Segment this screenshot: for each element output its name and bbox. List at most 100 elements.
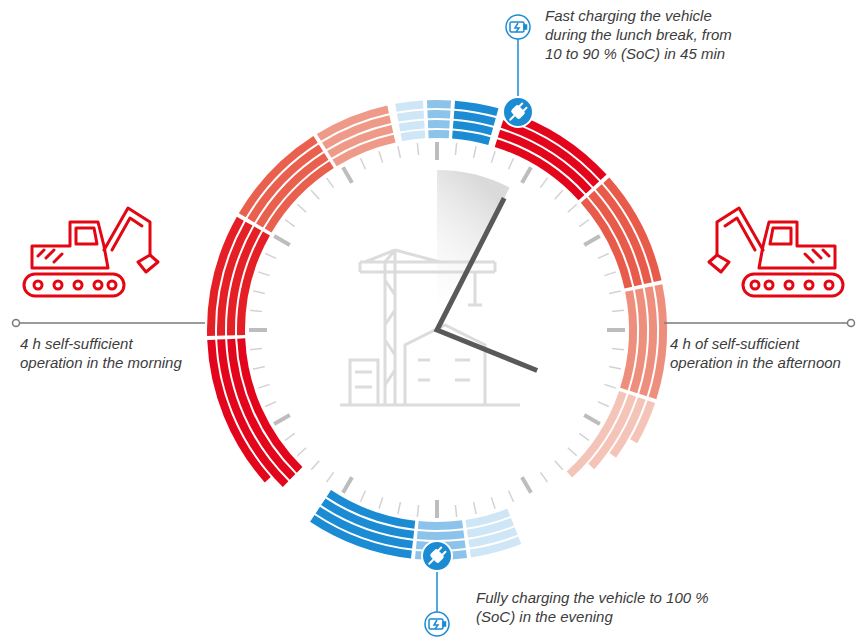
clock-tick (609, 367, 621, 369)
schedule-arc (333, 135, 396, 167)
clock-tick (474, 146, 476, 158)
clock-tick (297, 204, 306, 212)
schedule-arc (397, 110, 424, 121)
annotation-text: 4 h self-sufficient operation in the mor… (20, 334, 188, 372)
battery-icon (425, 612, 449, 636)
clock-tick (455, 505, 456, 517)
leader-lines (13, 320, 855, 327)
clock-tick (326, 472, 333, 482)
clock-tick (250, 348, 262, 349)
schedule-arc (237, 232, 270, 336)
schedule-rings (207, 100, 667, 560)
clock-tick (361, 491, 366, 502)
excavator-icon (24, 208, 158, 296)
clock-hand (437, 198, 537, 370)
schedule-arc (417, 530, 465, 540)
schedule-arc (465, 509, 510, 528)
clock-tick (509, 158, 514, 169)
clock-tick (311, 461, 319, 470)
schedule-arc (452, 131, 490, 145)
schedule-arc (567, 391, 627, 478)
crane-city-picture (340, 250, 520, 405)
clock-tick (265, 402, 276, 407)
clock-tick (604, 272, 615, 276)
clock-tick (474, 502, 476, 514)
schedule-arc (327, 490, 416, 529)
clock-tick (417, 143, 418, 155)
plug-pin (422, 541, 452, 571)
clock-tick (598, 254, 609, 259)
annotation-text: Fully charging the vehicle to 100 % (SoC… (476, 588, 716, 626)
schedule-arc (256, 153, 328, 228)
clock-tick (609, 291, 621, 293)
clock-tick (579, 433, 589, 440)
clock-tick (491, 151, 495, 162)
battery-icon (506, 15, 530, 39)
clock-tick (584, 415, 600, 424)
clock-tick (612, 310, 624, 311)
clock-tick (361, 158, 366, 169)
annotation-text: 4 h of self-sufficient operation in the … (670, 334, 858, 372)
charge-leaders (437, 39, 518, 612)
clock-tick (555, 190, 563, 199)
schedule-arc (588, 394, 636, 469)
clock-tick (274, 236, 290, 245)
plug-pin (503, 97, 533, 127)
clock-tick (326, 178, 333, 188)
clock-tick (604, 384, 615, 388)
clock-tick (398, 502, 400, 514)
clock-tick (274, 415, 290, 424)
schedule-arc (427, 100, 451, 108)
clock-tick (250, 310, 262, 311)
schedule-arc (495, 139, 585, 200)
clock-tick (435, 142, 439, 160)
clock-tick (598, 402, 609, 407)
clock-tick (584, 236, 600, 245)
clock-tick (607, 328, 625, 332)
clock-tick (379, 497, 383, 508)
clock-tick (379, 151, 383, 162)
clock-tick (555, 461, 563, 470)
clock-tick (417, 505, 418, 517)
schedule-arc (401, 130, 426, 141)
clock-tick (568, 204, 577, 212)
schedule-arc (239, 136, 318, 217)
clock-tick (343, 477, 352, 493)
clock-tick (398, 146, 400, 158)
schedule-arc (581, 197, 632, 288)
schedule-arc (265, 161, 334, 232)
clock-tick (285, 219, 295, 226)
schedule-arc (418, 520, 463, 530)
clock-tick (455, 143, 456, 155)
clock-tick (540, 178, 547, 188)
clock-tick (311, 190, 319, 199)
clock-tick (258, 272, 269, 276)
schedule-arc (395, 100, 423, 111)
schedule-arc (428, 120, 450, 128)
clock-ticks (249, 142, 625, 518)
clock-tick (435, 500, 439, 518)
clock-tick (258, 384, 269, 388)
clock-tick (285, 433, 295, 440)
clock-tick (249, 328, 267, 332)
annotation-text: Fast charging the vehicle during the lun… (545, 6, 750, 63)
clock-tick (491, 497, 495, 508)
schedule-arc (620, 290, 637, 390)
schedule-arc (428, 130, 449, 138)
clock-tick (612, 348, 624, 349)
clock-tick (522, 167, 531, 183)
schedule-arc (399, 120, 425, 131)
clock-tick (297, 448, 306, 456)
clock-tick (253, 291, 265, 293)
clock-tick (522, 477, 531, 493)
clock-tick (579, 219, 589, 226)
excavator-icon (709, 208, 843, 296)
clock-tick (509, 491, 514, 502)
clock-tick (265, 254, 276, 259)
clock-tick (540, 472, 547, 482)
clock-hands (437, 198, 537, 370)
clock-tick (568, 448, 577, 456)
clock-tick (253, 367, 265, 369)
schedule-arc (237, 338, 302, 472)
